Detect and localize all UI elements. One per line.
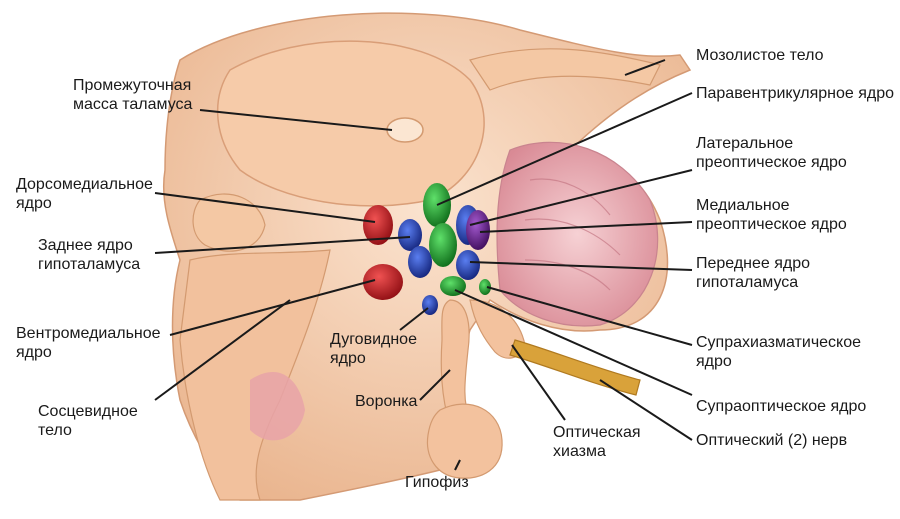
label-mammillary: Сосцевидное тело — [38, 402, 138, 440]
label-corpus-callosum: Мозолистое тело — [696, 46, 824, 65]
interthalamic-adhesion — [387, 118, 423, 142]
label-paraventricular: Паравентрикулярное ядро — [696, 84, 894, 103]
label-ventromedial: Вентромедиальное ядро — [16, 324, 161, 362]
label-dorsomedial: Дорсомедиальное ядро — [16, 175, 153, 213]
label-arcuate: Дуговидное ядро — [330, 330, 417, 368]
pituitary — [427, 404, 502, 478]
optic-nerve — [510, 340, 640, 395]
label-supraoptic: Супраоптическое ядро — [696, 397, 866, 416]
thalamus — [218, 41, 484, 206]
blue-nucleus-2 — [408, 246, 432, 278]
label-lateral-preoptic: Латеральное преоптическое ядро — [696, 134, 847, 172]
frontal-region — [497, 142, 658, 326]
label-optic-nerve: Оптический (2) нерв — [696, 431, 847, 450]
green-nucleus-2 — [429, 223, 457, 267]
label-medial-preoptic: Медиальное преоптическое ядро — [696, 196, 847, 234]
label-posterior-hypothalamic: Заднее ядро гипоталамуса — [38, 236, 140, 274]
label-optic-chiasm: Оптическая хиазма — [553, 423, 641, 461]
label-suprachiasmatic: Супрахиазматическое ядро — [696, 333, 861, 371]
medial-preoptic-nucleus — [466, 210, 490, 250]
label-anterior-hypothalamic: Переднее ядро гипоталамуса — [696, 254, 810, 292]
label-interthalamic: Промежуточная масса таламуса — [73, 76, 192, 114]
label-infundibulum: Воронка — [355, 392, 417, 411]
anterior-hypothalamic-nucleus — [456, 250, 480, 280]
label-pituitary: Гипофиз — [405, 473, 469, 492]
